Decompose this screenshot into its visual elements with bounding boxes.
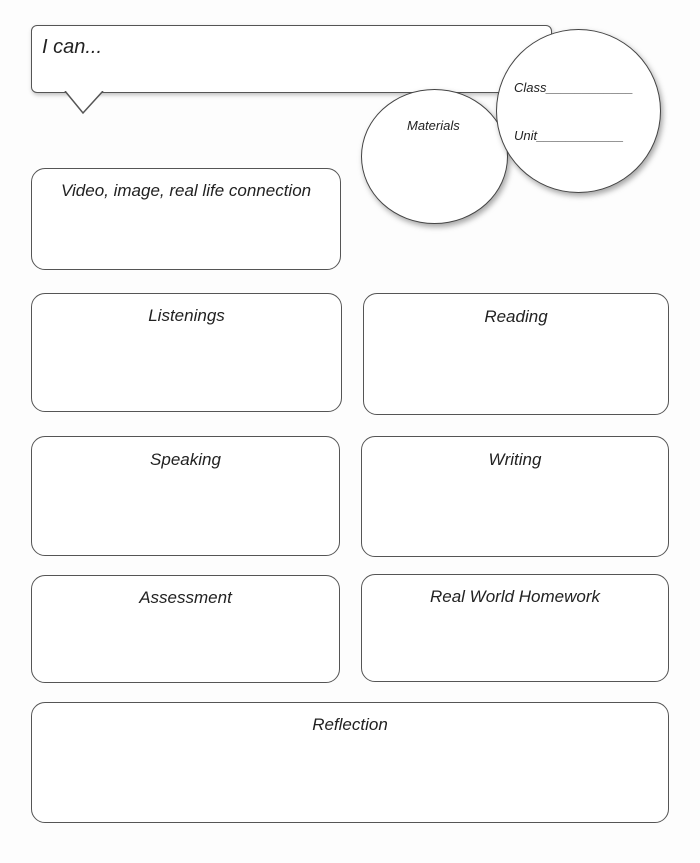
homework-box[interactable]: Real World Homework [361,574,669,682]
materials-label: Materials [407,118,460,133]
speaking-box[interactable]: Speaking [31,436,340,556]
reading-box[interactable]: Reading [363,293,669,415]
writing-title: Writing [488,450,542,469]
writing-box[interactable]: Writing [361,436,669,557]
class-unit-circle[interactable]: Class____________ Unit____________ [496,29,661,193]
speaking-title: Speaking [150,450,221,469]
reflection-title: Reflection [312,715,388,734]
listenings-title: Listenings [148,306,225,325]
assessment-box[interactable]: Assessment [31,575,340,683]
materials-circle[interactable]: Materials [361,89,508,224]
reflection-box[interactable]: Reflection [31,702,669,823]
speech-bubble-tail [64,91,104,115]
homework-title: Real World Homework [429,587,601,606]
connection-box[interactable]: Video, image, real life connection [31,168,341,270]
listenings-box[interactable]: Listenings [31,293,342,412]
class-field-label: Class____________ [514,80,634,95]
unit-field-label: Unit____________ [514,128,624,143]
connection-title: Video, image, real life connection [61,181,312,200]
i-can-speech-bubble[interactable] [31,25,552,93]
reading-title: Reading [484,307,548,326]
assessment-title: Assessment [139,588,232,607]
i-can-label: I can... [42,36,103,58]
